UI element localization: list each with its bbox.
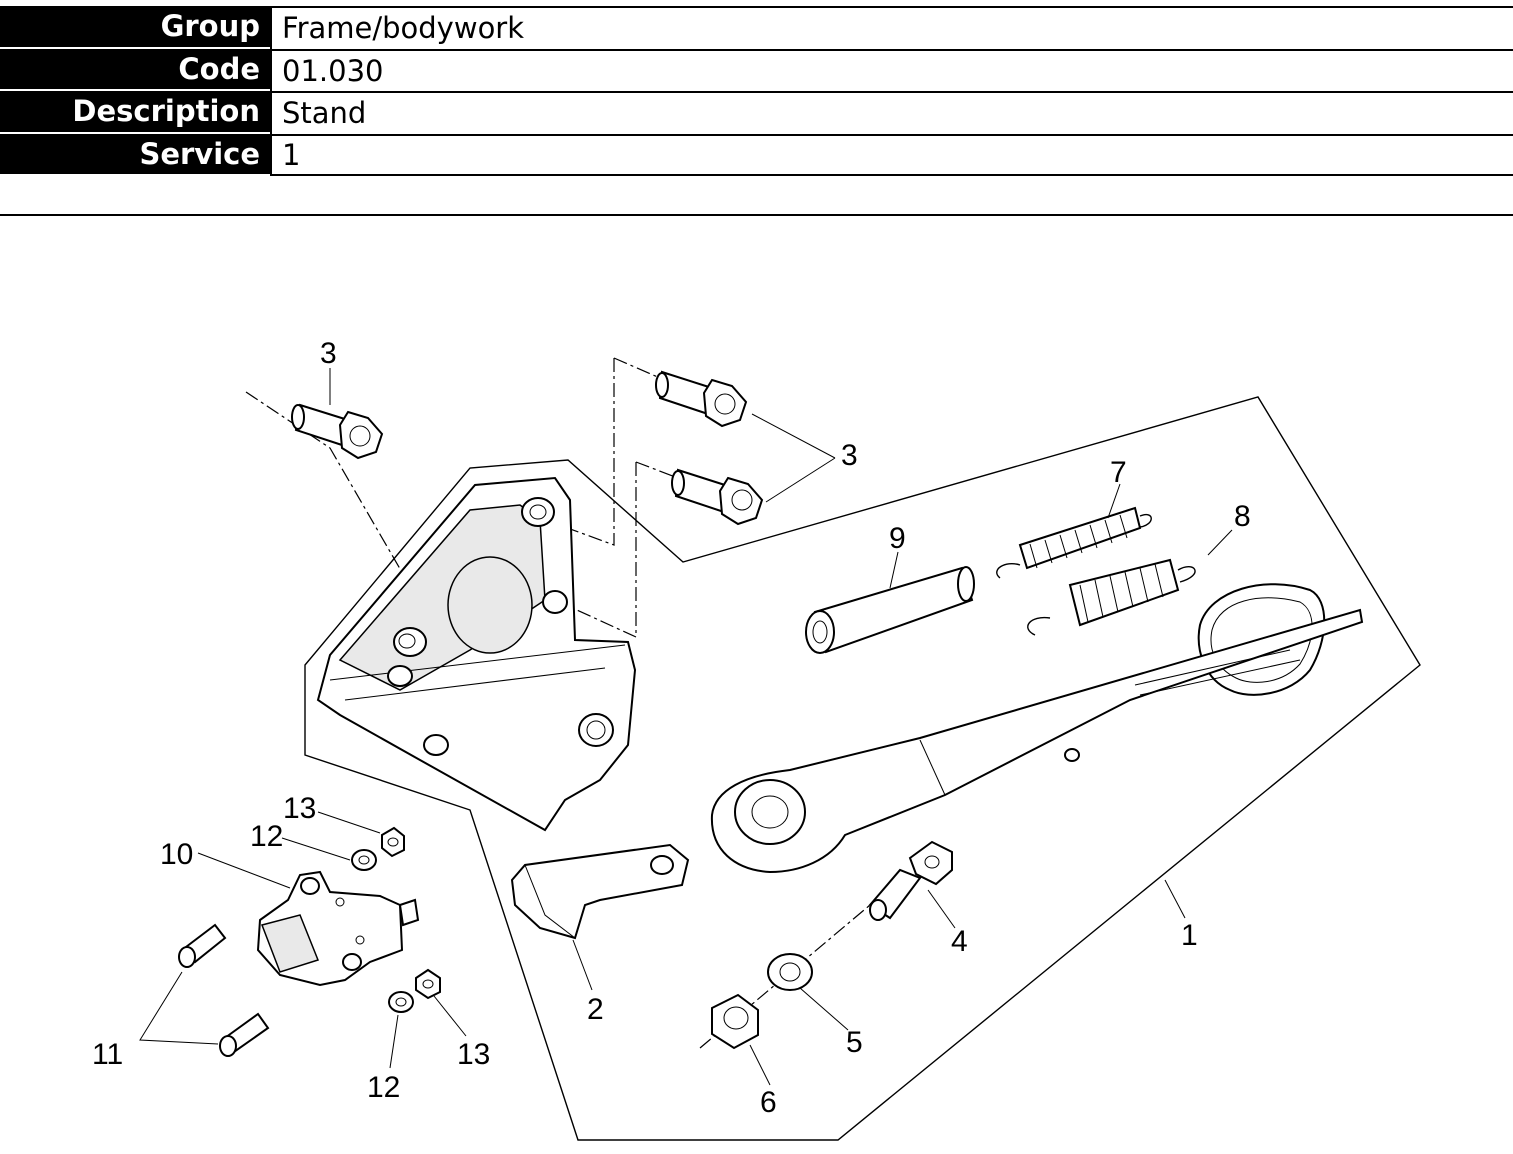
callout-2: 2 [587,993,604,1026]
callout-11: 11 [92,1038,123,1071]
callout-1: 1 [1181,919,1198,952]
nut-13-upper [381,826,405,858]
callout-12: 12 [367,1071,400,1104]
bolt-3-upper-right [655,370,748,428]
spring-7 [996,506,1152,579]
callout-13: 13 [457,1038,490,1071]
info-label: Description [0,91,270,134]
callout-3: 3 [320,337,337,370]
leader-lines [139,368,1233,1086]
pin-4 [868,840,953,921]
info-row-code: Code 01.030 [0,48,1513,91]
screw-11-lower [219,1012,270,1057]
sidestand-switch-10 [256,870,420,987]
screw-11-upper [178,923,227,968]
stop-bracket-2 [510,843,690,940]
callout-10: 10 [160,838,193,871]
info-row-service: Service 1 [0,133,1513,176]
callout-3: 3 [841,439,858,472]
section-divider [0,214,1513,216]
washer-12-lower [388,991,414,1013]
washer-12-upper [351,849,377,871]
info-value: 01.030 [270,48,1513,91]
callout-5: 5 [846,1026,863,1059]
callout-4: 4 [951,925,968,958]
info-label: Group [0,6,270,49]
side-stand-1 [710,583,1364,874]
info-label: Code [0,48,270,91]
callout-12: 12 [250,820,283,853]
washer-5 [767,953,813,991]
callout-13: 13 [283,792,316,825]
stand-bracket [316,476,637,832]
callout-labels: 3 3 7 8 9 13 12 10 4 1 2 5 11 13 12 6 [92,337,1251,1119]
spacer-tube-9 [805,566,975,654]
nut-6 [711,993,759,1050]
callout-7: 7 [1110,456,1127,489]
info-table: Group Frame/bodywork Code 01.030 Descrip… [0,6,1513,176]
callout-9: 9 [889,522,906,555]
bolt-3-upper-left [291,403,384,460]
spring-8 [1027,558,1196,636]
nut-13-lower [415,968,441,1000]
info-value: 1 [270,133,1513,176]
callout-6: 6 [760,1086,777,1119]
info-value: Frame/bodywork [270,6,1513,49]
info-row-group: Group Frame/bodywork [0,6,1513,49]
info-label: Service [0,133,270,176]
info-value: Stand [270,91,1513,134]
info-row-description: Description Stand [0,91,1513,134]
callout-8: 8 [1234,500,1251,533]
bolt-3-lower-right [671,468,764,526]
assembly-outline [304,396,1421,1141]
